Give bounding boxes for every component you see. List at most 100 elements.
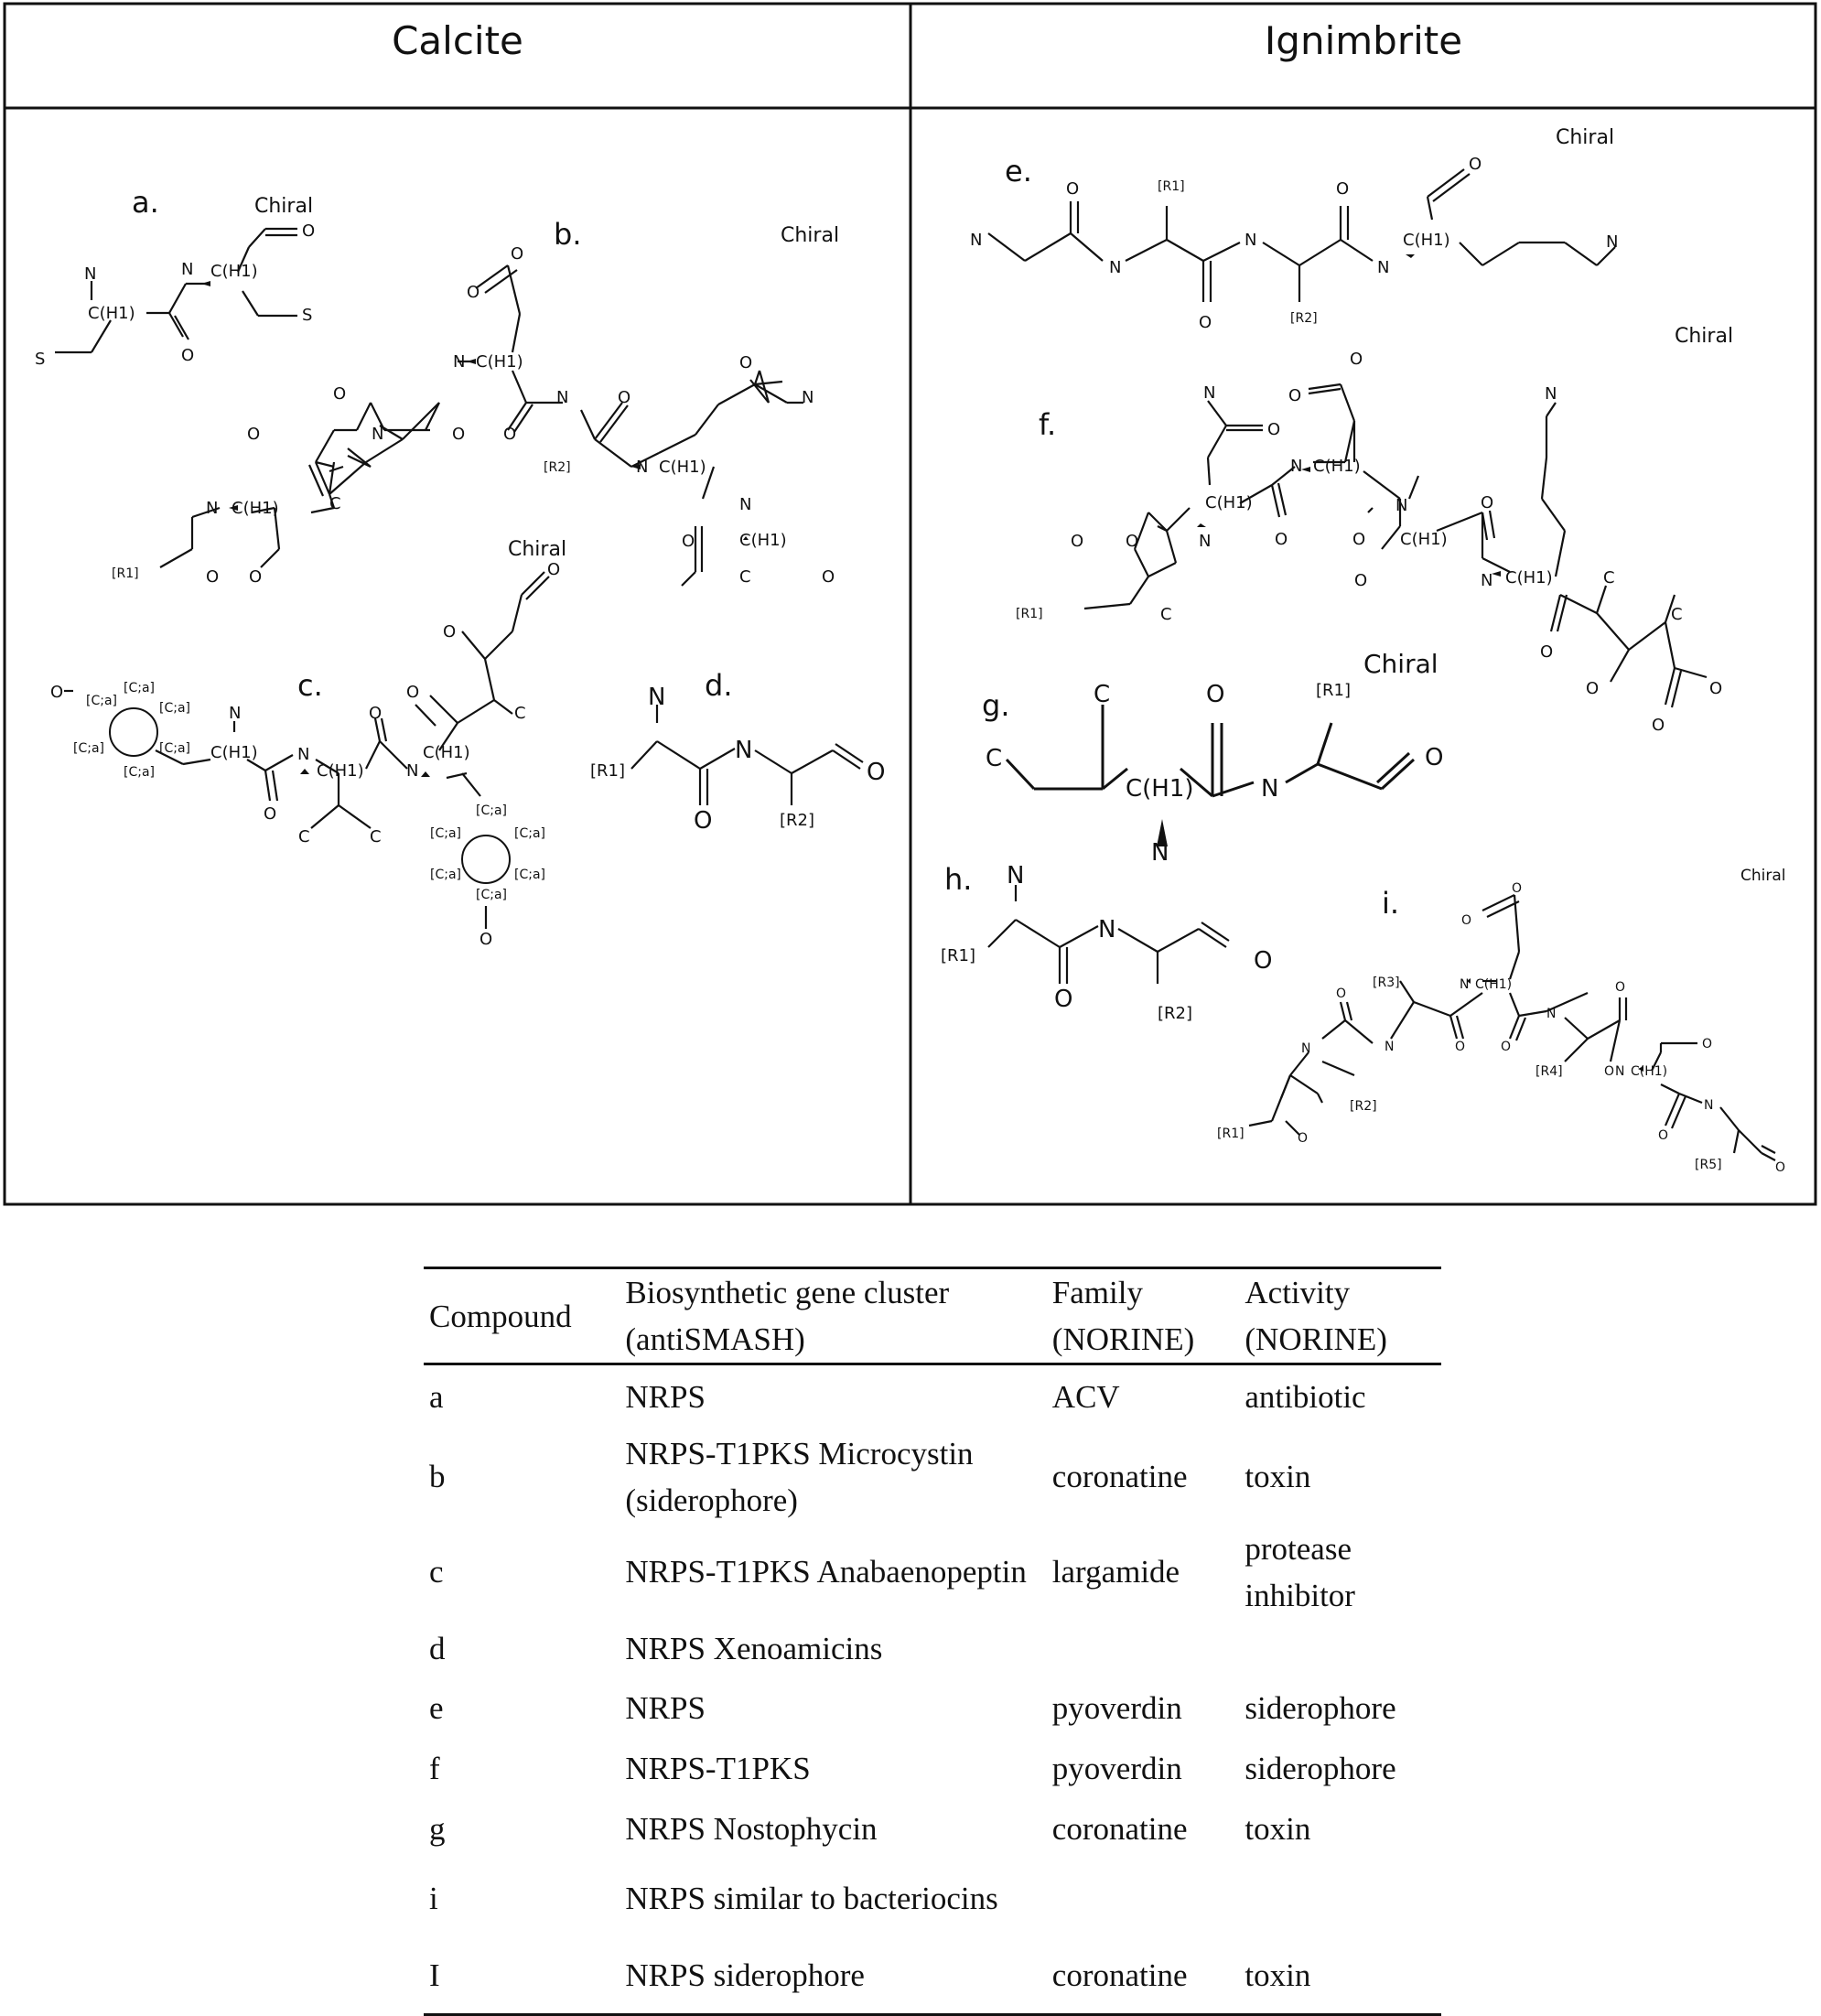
atom-c: C <box>1671 605 1683 624</box>
atom-n: N <box>1545 384 1557 404</box>
atom-n: N <box>636 458 648 477</box>
atom-o: O <box>1071 532 1083 551</box>
cell-compound: a <box>429 1379 444 1416</box>
cell-activity: antibiotic <box>1245 1379 1366 1416</box>
cell-cluster: NRPS-T1PKS Anabaenopeptin <box>625 1554 1027 1590</box>
atom-n: N <box>84 264 96 284</box>
chiral-a: Chiral <box>254 195 313 218</box>
atom-o: O <box>1288 386 1301 405</box>
structure-f: f. Chiral <box>1016 325 1733 735</box>
atom-o: O <box>1604 1064 1614 1079</box>
atom-o: O <box>618 388 630 407</box>
table-header: Compound Biosynthetic gene cluster(antiS… <box>424 1267 1441 1364</box>
header-cluster-line1: Biosynthetic gene cluster <box>625 1275 950 1310</box>
atom-r1: [R1] <box>112 566 139 581</box>
atom-n: N <box>1261 775 1278 803</box>
cell-activity: toxin <box>1245 1811 1311 1847</box>
label-e: e. <box>1005 154 1032 189</box>
chiral-e: Chiral <box>1556 126 1614 149</box>
atom-n: N <box>406 761 418 781</box>
table-row: e NRPS pyoverdin siderophore <box>424 1678 1441 1739</box>
header-family: Family(NORINE) <box>1047 1268 1240 1364</box>
atom-s: S <box>302 306 312 325</box>
atom-o: O <box>302 221 315 241</box>
atom-r1: [R1] <box>1316 681 1351 700</box>
panel-frame <box>3 2 1817 1206</box>
atom-n: N <box>229 704 241 723</box>
atom-ch1: C(H1) <box>1126 775 1194 803</box>
cell-activity: protease inhibitor <box>1245 1530 1355 1613</box>
chiral-b: Chiral <box>781 224 839 247</box>
label-b: b. <box>554 217 581 252</box>
chiral-c: Chiral <box>508 538 566 561</box>
atom-o: O <box>452 425 465 444</box>
atom-ca: [C;a] <box>86 694 117 708</box>
label-h: h. <box>944 862 972 897</box>
atom-n: N <box>1109 258 1121 277</box>
atom-o: O <box>1267 420 1280 439</box>
table-row: b NRPS-T1PKS Microcystin (siderophore) c… <box>424 1429 1441 1525</box>
structure-g: g. Chiral C C C(H1) N O <box>982 649 1443 867</box>
atom-o: O <box>1512 881 1522 896</box>
cell-cluster: NRPS Nostophycin <box>625 1811 878 1847</box>
label-f: f. <box>1039 407 1056 442</box>
atom-n: N <box>1546 1007 1556 1021</box>
atom-o: O <box>1298 1131 1308 1146</box>
atom-o: O <box>1455 1040 1465 1054</box>
atom-c: C <box>370 827 382 846</box>
cell-cluster: NRPS siderophore <box>625 1957 865 1993</box>
table-row: d NRPS Xenoamicins <box>424 1620 1441 1678</box>
cell-family: coronatine <box>1051 1957 1188 1993</box>
atom-r1: [R1] <box>1016 607 1043 621</box>
atom-ca: [C;a] <box>73 741 104 756</box>
cell-cluster: NRPS-T1PKS <box>625 1751 811 1786</box>
atom-ch1: C(H1) <box>1403 231 1450 250</box>
cell-family: ACV <box>1051 1379 1120 1416</box>
cell-compound: g <box>429 1811 446 1847</box>
atom-ch1: C(H1) <box>1631 1064 1667 1079</box>
cell-cluster: NRPS Xenoamicins <box>625 1631 883 1666</box>
cell-compound: c <box>429 1554 444 1590</box>
atom-o: O <box>1206 681 1224 708</box>
cell-family: pyoverdin <box>1051 1690 1182 1726</box>
atom-ca: [C;a] <box>476 803 507 818</box>
table-row: c NRPS-T1PKS Anabaenopeptin largamide pr… <box>424 1525 1441 1620</box>
atom-n: N <box>1385 1040 1394 1054</box>
cell-activity <box>1239 1620 1441 1678</box>
atom-n: N <box>735 737 752 764</box>
atom-n: N <box>648 684 665 711</box>
atom-o: O <box>1350 350 1363 369</box>
cell-compound: I <box>429 1957 440 1993</box>
atom-ch1: C(H1) <box>659 458 706 477</box>
atom-c: C <box>739 567 751 587</box>
table-row: f NRPS-T1PKS pyoverdin siderophore <box>424 1739 1441 1799</box>
cell-cluster: NRPS similar to bacteriocins <box>625 1880 998 1916</box>
atom-o: O <box>50 683 63 702</box>
atom-c: C <box>298 827 310 846</box>
atom-r1: [R1] <box>1217 1127 1245 1141</box>
atom-o: O <box>1775 1160 1785 1175</box>
atom-r2: [R2] <box>780 811 814 830</box>
atom-o: O <box>264 804 276 824</box>
atom-n: N <box>1704 1098 1713 1113</box>
cell-activity <box>1239 1860 1441 1937</box>
header-activity-line2: (NORINE) <box>1245 1321 1387 1357</box>
atom-o: O <box>1652 716 1665 735</box>
atom-ch1: C(H1) <box>210 262 258 281</box>
cell-family: pyoverdin <box>1051 1751 1182 1786</box>
label-a: a. <box>132 185 159 220</box>
atom-ch1: C(H1) <box>1475 977 1512 992</box>
header-activity-line1: Activity <box>1245 1275 1351 1310</box>
label-g: g. <box>982 688 1009 723</box>
atom-ca: [C;a] <box>476 888 507 902</box>
atom-r1: [R1] <box>1158 179 1185 194</box>
header-compound: Compound <box>429 1298 572 1334</box>
atom-r2: [R2] <box>544 460 571 475</box>
atom-ca: [C;a] <box>124 765 155 780</box>
atom-n: N <box>453 352 465 372</box>
atom-s: S <box>35 350 45 369</box>
atom-o: O <box>1054 986 1072 1013</box>
atom-o: O <box>682 532 695 551</box>
label-d: d. <box>705 668 732 703</box>
atom-ca: [C;a] <box>430 826 461 841</box>
